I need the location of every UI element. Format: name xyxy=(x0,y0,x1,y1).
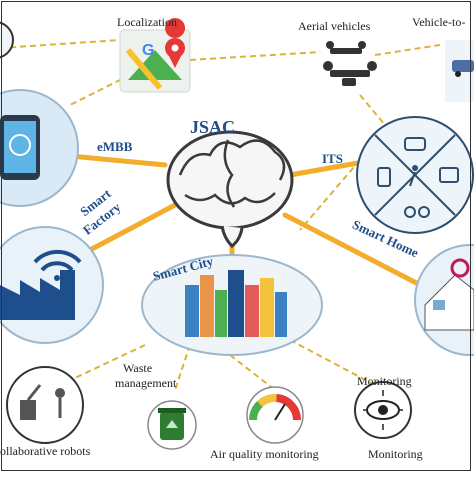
label-embb: eMBB xyxy=(97,139,133,154)
svg-text:G: G xyxy=(142,42,154,59)
brain-icon xyxy=(166,130,294,248)
label-its: ITS xyxy=(322,151,343,166)
label-collaborative-robots: ollaborative robots xyxy=(0,444,91,458)
label-monitoring: Monitoring xyxy=(357,374,412,388)
label-aerial-vehicles: Aerial vehicles xyxy=(298,19,371,33)
air-quality-gauge-icon xyxy=(246,386,304,444)
partial-circle-topleft xyxy=(0,21,14,59)
smart-home-circle xyxy=(414,244,474,356)
factory-circle xyxy=(0,226,104,344)
center-title: JSAC xyxy=(190,117,236,137)
smart-city-circle xyxy=(141,254,323,356)
label-air-quality: Air quality monitoring xyxy=(210,447,319,461)
label-management: management xyxy=(115,376,177,390)
drone-icons xyxy=(323,41,377,86)
embb-circle xyxy=(0,89,79,207)
dashed-connectors xyxy=(0,39,441,391)
monitoring-eye-icon xyxy=(354,381,412,439)
robots-circle xyxy=(6,366,84,444)
label-monitoring-bottom: Monitoring xyxy=(368,447,423,461)
map-pin-icon: G xyxy=(119,18,191,93)
label-vehicle-to: Vehicle-to- xyxy=(412,15,466,29)
recycle-bin-icon xyxy=(147,400,197,450)
its-circle xyxy=(356,116,474,234)
label-waste: Waste xyxy=(123,361,153,375)
vehicle-icon xyxy=(445,40,474,102)
label-localization: Localization xyxy=(117,15,177,29)
